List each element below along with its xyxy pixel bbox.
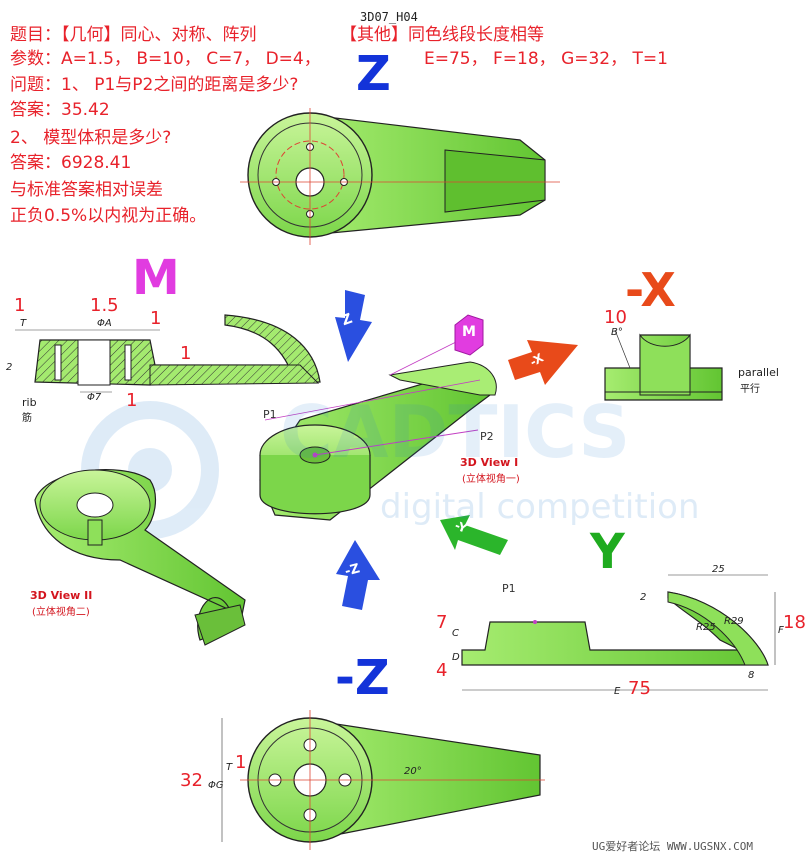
label-y: Y bbox=[590, 524, 625, 580]
dim-y-2: 2 bbox=[640, 592, 647, 603]
rib-label: rib bbox=[22, 396, 37, 409]
section-view-m bbox=[15, 314, 321, 393]
dim-y-d: 4 bbox=[436, 660, 448, 681]
question-2: 2、 模型体积是多少? bbox=[10, 128, 172, 148]
label-neg-x: -X bbox=[625, 263, 676, 317]
iso-view-2 bbox=[34, 469, 246, 646]
side-view-neg-x bbox=[604, 329, 723, 401]
arrow-z-icon bbox=[335, 290, 372, 362]
dim-m-2-symbol: 2 bbox=[6, 362, 13, 373]
arrow-y-icon bbox=[440, 515, 508, 555]
dim-x-b: 10 bbox=[604, 307, 627, 328]
view2-title: 3D View II bbox=[30, 589, 93, 602]
dim-m-7-symbol: Φ7 bbox=[87, 392, 102, 403]
view1-title: 3D View I bbox=[460, 456, 519, 469]
dim-y-e: 75 bbox=[628, 678, 651, 699]
dim-z-t: 1 bbox=[235, 752, 247, 773]
dim-m-t1: 1 bbox=[14, 295, 26, 316]
dim-m-t3: 1 bbox=[180, 343, 192, 364]
problem-title-tag2: 【其他】同色线段长度相等 bbox=[340, 25, 544, 45]
dim-y-25: 25 bbox=[712, 564, 725, 575]
dim-y-f-symbol: F bbox=[778, 625, 784, 636]
dim-z-g-symbol: ΦG bbox=[208, 780, 224, 791]
dim-z-t-symbol: T bbox=[226, 762, 233, 773]
dim-m-t2: 1 bbox=[150, 308, 162, 329]
parallel-label-cn: 平行 bbox=[740, 384, 760, 395]
dim-y-d-symbol: D bbox=[452, 652, 460, 663]
cube-m-label: M bbox=[462, 324, 476, 340]
answer-2: 答案：6928.41 bbox=[10, 153, 132, 173]
drawing-code: 3D07_H04 bbox=[360, 10, 418, 24]
arrow-negz-icon bbox=[336, 540, 380, 610]
bottom-view-neg-z bbox=[221, 710, 545, 850]
dim-m-a: 1.5 bbox=[90, 295, 119, 316]
dim-y-r25: R25 bbox=[696, 622, 716, 633]
dim-y-c: 7 bbox=[436, 612, 448, 633]
dim-y-e-symbol: E bbox=[614, 686, 621, 697]
cube-m-icon bbox=[454, 314, 484, 356]
question-1: 问题：1、 P1与P2之间的距离是多少? bbox=[10, 75, 299, 95]
dim-z-angle: 20° bbox=[404, 766, 422, 777]
dim-z-g: 32 bbox=[180, 770, 203, 791]
watermark-sub: digital competition bbox=[380, 487, 700, 527]
dim-y-c-symbol: C bbox=[452, 628, 459, 639]
view2-subtitle: (立体视角二) bbox=[32, 607, 90, 618]
top-view-z bbox=[240, 108, 560, 245]
dim-m-a-symbol: ΦA bbox=[97, 318, 112, 329]
dim-y-8: 8 bbox=[748, 670, 755, 681]
label-neg-z: -Z bbox=[335, 650, 390, 706]
label-m: M bbox=[132, 250, 180, 306]
problem-params-2: E=75， F=18， G=32， T=1 bbox=[424, 49, 668, 69]
dim-m-t-symbol: T bbox=[20, 318, 27, 329]
point-p2: P2 bbox=[480, 430, 494, 443]
view1-subtitle: (立体视角一) bbox=[462, 474, 520, 485]
arrow-x-icon bbox=[508, 340, 578, 385]
dim-x-b-symbol: B° bbox=[611, 327, 623, 338]
rib-label-cn: 筋 bbox=[22, 413, 32, 424]
dim-m-t4: 1 bbox=[126, 390, 138, 411]
footer-credit: UG爱好者论坛 WWW.UGSNX.COM bbox=[592, 840, 753, 853]
problem-title: 题目：【几何】同心、对称、阵列 bbox=[10, 25, 257, 45]
problem-params: 参数：A=1.5， B=10， C=7， D=4， bbox=[10, 49, 321, 69]
point-p1: P1 bbox=[263, 408, 277, 421]
iso-view-1 bbox=[259, 329, 497, 521]
label-z: Z bbox=[356, 46, 391, 102]
tolerance-line-2: 正负0.5%以内视为正确。 bbox=[10, 206, 207, 226]
dim-y-r29: R29 bbox=[724, 616, 744, 627]
dim-y-f: 18 bbox=[783, 612, 806, 633]
tolerance-line-1: 与标准答案相对误差 bbox=[10, 180, 163, 200]
point-p1-front: P1 bbox=[502, 582, 516, 595]
parallel-label: parallel bbox=[738, 366, 779, 379]
front-view-y bbox=[461, 574, 776, 691]
watermark-brand: CADTICS bbox=[280, 390, 631, 474]
answer-1: 答案：35.42 bbox=[10, 100, 110, 120]
